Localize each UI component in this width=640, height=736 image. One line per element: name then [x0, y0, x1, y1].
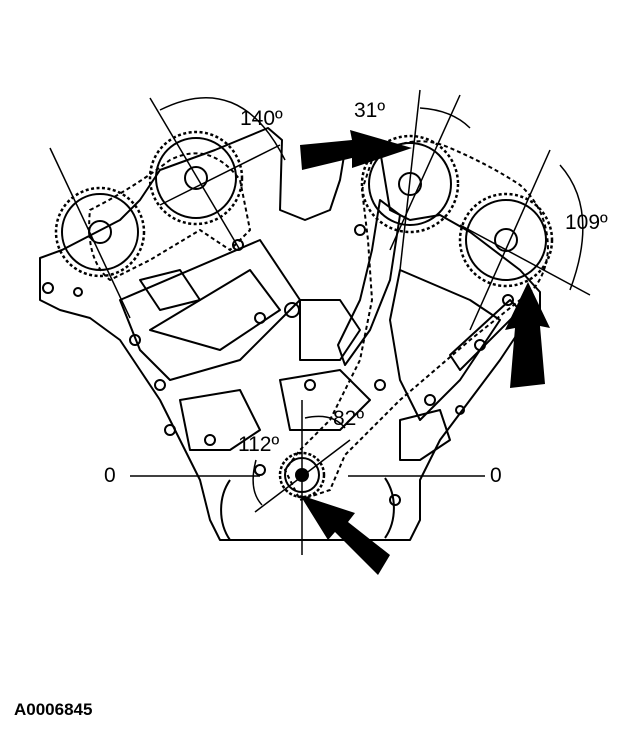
angle-label-crank-right: 82º — [333, 407, 365, 430]
bolt-hole — [284, 302, 300, 318]
lower-left-panel — [179, 389, 261, 451]
bolt-hole — [254, 312, 266, 324]
reference-line — [49, 147, 131, 319]
reference-line — [159, 144, 281, 206]
timing-chain-left-bank — [88, 152, 251, 281]
left-inner-cam-sprocket — [148, 130, 244, 226]
bolt-hole — [304, 379, 316, 391]
zero-mark-right: 0 — [490, 464, 502, 487]
bolt-hole — [424, 394, 436, 406]
bolt-hole — [389, 494, 401, 506]
center-valley — [299, 299, 361, 361]
angle-arc-112 — [252, 459, 263, 506]
bolt-hole — [455, 405, 465, 415]
angle-arc-109 — [559, 164, 584, 291]
bolt-hole — [129, 334, 141, 346]
left-bank-inner — [149, 269, 281, 351]
bolt-hole — [502, 294, 514, 306]
angle-arc-31 — [419, 107, 471, 129]
zero-mark-left: 0 — [104, 464, 116, 487]
crankshaft-sprocket — [278, 451, 326, 499]
arrow-pointing-up — [505, 282, 550, 388]
right-bank-cover — [389, 269, 501, 421]
left-bank-detail — [139, 269, 201, 311]
bolt-hole — [254, 464, 266, 476]
angle-arc-82 — [304, 415, 346, 429]
lower-bearing-left — [220, 479, 231, 541]
lower-right-panel — [399, 409, 451, 461]
reference-line — [469, 149, 551, 331]
angle-arc-140 — [159, 97, 286, 161]
reference-line — [149, 97, 241, 251]
reference-line — [389, 94, 461, 251]
angle-label-crank-left: 112º — [238, 433, 280, 456]
bolt-hole — [232, 239, 244, 251]
angle-label-right-outer-cam: 109º — [565, 211, 608, 234]
chain-tensioner — [337, 199, 401, 366]
bolt-hole — [374, 379, 386, 391]
left-outer-cam-sprocket — [54, 186, 146, 278]
reference-line — [459, 224, 591, 296]
angle-label-right-inner-cam: 31º — [354, 99, 386, 122]
left-bank-cover — [119, 239, 301, 381]
right-outer-cam-sprocket — [458, 192, 554, 288]
bolt-hole — [204, 434, 216, 446]
engine-block-outline — [39, 127, 541, 541]
figure-id: A0006845 — [14, 700, 93, 719]
bolt-hole — [42, 282, 54, 294]
center-cover — [279, 369, 371, 431]
arrow-pointing-up-left — [300, 495, 390, 575]
reference-line — [399, 89, 421, 271]
right-inner-cam-sprocket — [360, 134, 460, 234]
bolt-hole — [354, 224, 366, 236]
bolt-hole — [73, 287, 83, 297]
lower-bearing-right — [384, 477, 395, 539]
arrow-pointing-right — [300, 130, 412, 170]
bolt-hole — [154, 379, 166, 391]
angle-label-left-outer-cam: 140º — [240, 107, 283, 130]
bolt-hole — [164, 424, 176, 436]
crank-diagonal-line — [254, 439, 351, 513]
